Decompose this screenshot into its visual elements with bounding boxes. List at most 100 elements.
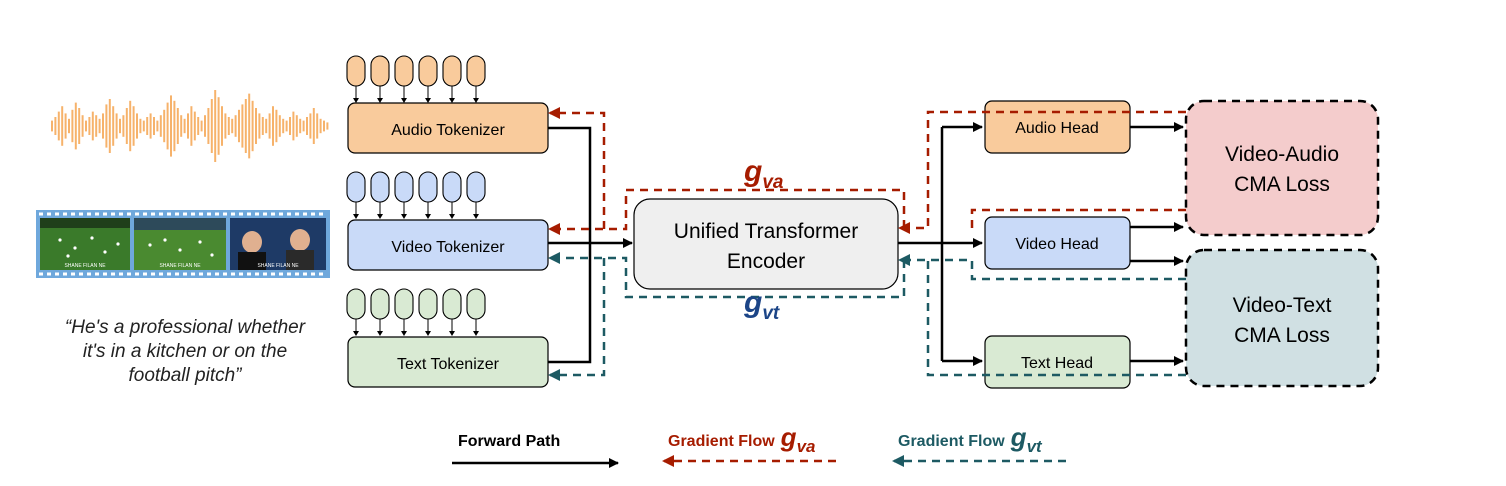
film-sprocket	[167, 272, 171, 276]
video-token	[346, 171, 366, 203]
film-sprocket	[199, 272, 203, 276]
legend-forward-label: Forward Path	[458, 433, 560, 450]
film-sprocket	[95, 212, 99, 216]
film-sprocket	[135, 212, 139, 216]
legend-gradient-vt-text: Gradient Flow	[898, 433, 1005, 450]
film-sprocket	[143, 272, 147, 276]
film-sprocket	[271, 212, 275, 216]
film-frame: SHANE FILAN NE	[230, 218, 326, 270]
video-text-loss-line2: CMA Loss	[1234, 324, 1330, 347]
film-sprocket	[167, 212, 171, 216]
film-sprocket	[175, 272, 179, 276]
video-token	[442, 171, 462, 203]
audio-token-arrowhead	[377, 98, 383, 103]
audio-token-arrowhead	[401, 98, 407, 103]
film-sprocket	[79, 272, 83, 276]
video-text-loss-line1: Video-Text	[1233, 294, 1332, 317]
audio-token	[466, 55, 486, 87]
legend-gradient-vt-symbol: g	[1010, 422, 1027, 452]
film-sprocket	[239, 212, 243, 216]
legend-gradient-va-subscript: va	[797, 437, 816, 456]
film-sprocket	[231, 272, 235, 276]
forward-path-tokenizers	[548, 126, 633, 364]
forward-path-heads	[898, 122, 1184, 366]
film-sprocket	[263, 212, 267, 216]
text-token	[394, 288, 414, 320]
video-token-arrowhead	[401, 214, 407, 219]
text-token-arrowhead	[425, 331, 431, 336]
film-sprocket	[239, 272, 243, 276]
audio-tokenizer-label: Audio Tokenizer	[391, 122, 505, 139]
film-sprocket	[279, 212, 283, 216]
film-sprocket	[79, 212, 83, 216]
text-token-arrowhead	[377, 331, 383, 336]
text-token	[346, 288, 366, 320]
film-sprocket	[127, 272, 131, 276]
video-token	[418, 171, 438, 203]
token-rows	[346, 55, 486, 336]
gradient-subscript: va	[762, 172, 784, 193]
text-tokenizer-label: Text Tokenizer	[397, 356, 500, 373]
film-sprocket	[39, 212, 43, 216]
film-sprocket	[103, 272, 107, 276]
film-sprocket	[191, 212, 195, 216]
video-token	[370, 171, 390, 203]
film-sprocket	[183, 212, 187, 216]
gradient-flow-va	[548, 107, 1186, 235]
video-token	[394, 171, 414, 203]
text-token-arrowhead	[353, 331, 359, 336]
film-sprocket	[303, 212, 307, 216]
audio-head: Audio Head	[984, 100, 1131, 154]
film-sprocket	[223, 212, 227, 216]
film-sprocket	[127, 212, 131, 216]
film-sprocket	[111, 272, 115, 276]
video-token-arrowhead	[377, 214, 383, 219]
video-audio-cma-loss: Video-Audio CMA Loss	[1184, 99, 1380, 237]
film-frame: SHANE FILAN NE	[40, 218, 130, 270]
gradient-label-va: gva	[743, 155, 784, 193]
audio-head-label: Audio Head	[1015, 120, 1099, 137]
video-head-label: Video Head	[1015, 236, 1098, 253]
audio-token-arrowhead	[473, 98, 479, 103]
audio-tokenizer: Audio Tokenizer	[347, 102, 549, 154]
video-filmstrip-icon: SHANE FILAN NE SHANE FILAN NE SHANE FILA…	[36, 210, 330, 278]
video-text-cma-loss: Video-Text CMA Loss	[1184, 248, 1380, 388]
film-sprocket	[55, 272, 59, 276]
gradient-symbol: g	[743, 155, 762, 188]
film-sprocket	[255, 212, 259, 216]
film-sprocket	[151, 272, 155, 276]
text-token-arrowhead	[449, 331, 455, 336]
film-sprocket	[207, 212, 211, 216]
film-sprocket	[119, 212, 123, 216]
audio-waveform-icon	[51, 90, 329, 162]
audio-token-arrowhead	[449, 98, 455, 103]
text-token	[370, 288, 390, 320]
video-head: Video Head	[984, 216, 1131, 270]
legend-gradient-va-symbol: g	[780, 422, 797, 452]
film-sprocket	[159, 212, 163, 216]
film-sprocket	[231, 212, 235, 216]
film-frame-caption: SHANE FILAN NE	[159, 263, 201, 269]
video-token-arrowhead	[473, 214, 479, 219]
video-token	[466, 171, 486, 203]
film-sprocket	[135, 272, 139, 276]
video-token-arrowhead	[425, 214, 431, 219]
video-token-arrowhead	[449, 214, 455, 219]
film-frame-caption: SHANE FILAN NE	[64, 263, 106, 269]
audio-token-arrowhead	[353, 98, 359, 103]
film-frame: SHANE FILAN NE	[134, 218, 226, 270]
film-sprocket	[119, 272, 123, 276]
audio-token	[370, 55, 390, 87]
film-sprocket	[319, 212, 323, 216]
film-sprocket	[263, 272, 267, 276]
gradient-symbol: g	[743, 286, 762, 319]
text-token	[442, 288, 462, 320]
text-token-arrowhead	[473, 331, 479, 336]
film-sprocket	[55, 212, 59, 216]
gradient-label-vt: gvt	[743, 286, 780, 324]
film-sprocket	[151, 212, 155, 216]
